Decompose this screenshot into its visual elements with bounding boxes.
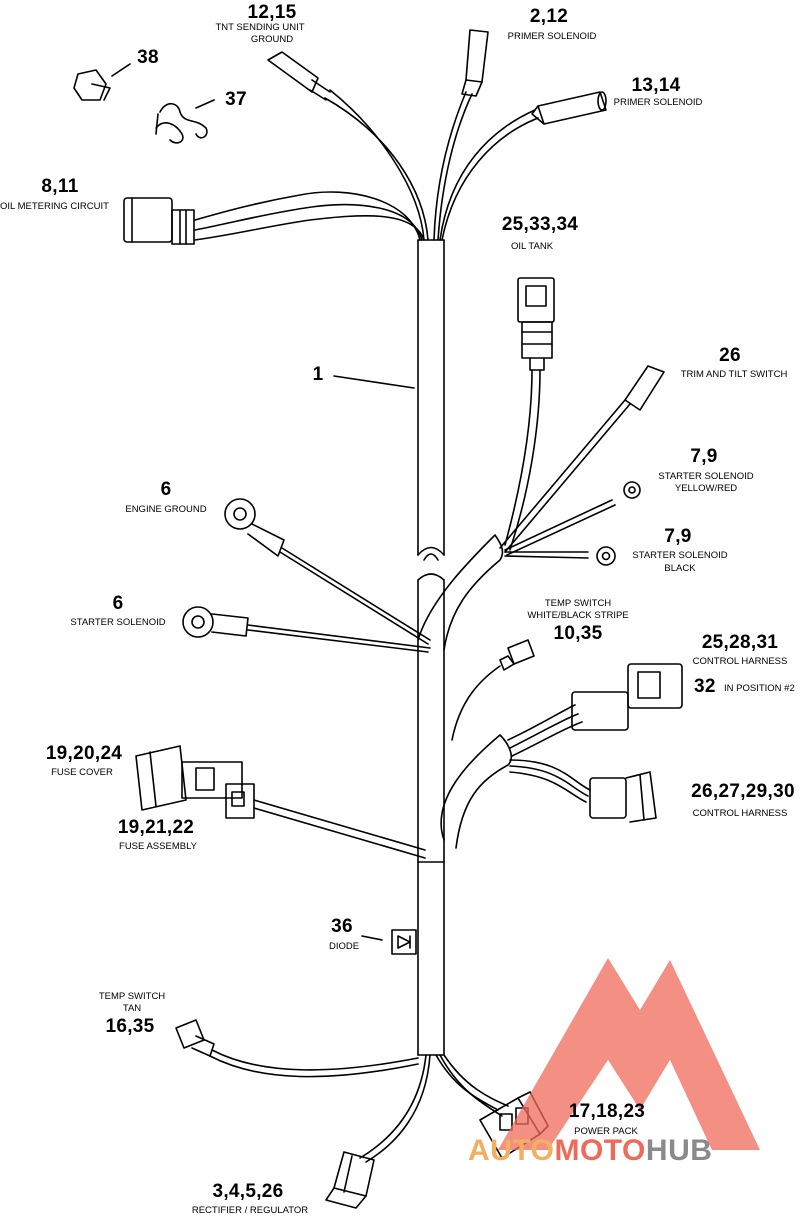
callout-7-9-black-caption-2: BLACK [664, 563, 696, 574]
callout-13-14-caption: PRIMER SOLENOID [613, 97, 703, 108]
callout-19-21-22-caption: FUSE ASSEMBLY [119, 841, 197, 852]
callout-19-21-22-number: 19,21,22 [117, 817, 195, 838]
callout-6-ground-caption: ENGINE GROUND [125, 504, 207, 515]
callout-10-35-caption-1: TEMP SWITCH [544, 598, 612, 609]
callout-3-4-5-26-number: 3,4,5,26 [212, 1181, 284, 1202]
callout-16-35-caption-1: TEMP SWITCH [98, 991, 166, 1002]
callout-25-28-31-number: 25,28,31 [701, 632, 779, 653]
callout-3-4-5-26-caption: RECTIFIER / REGULATOR [191, 1205, 309, 1216]
temp-switch-white-black [451, 639, 535, 741]
control-harness-connector-b [509, 759, 657, 823]
callout-19-20-24-number: 19,20,24 [45, 743, 123, 764]
part-37-clip [155, 102, 208, 144]
callout-19-20-24-caption: FUSE COVER [51, 767, 113, 778]
callout-32-number: 32 [694, 676, 716, 697]
diode-36 [361, 929, 417, 955]
oil-metering-connector [123, 197, 195, 245]
callout-26-27-29-30-number: 26,27,29,30 [691, 781, 795, 802]
starter-solenoid-yellow-red-terminal [504, 481, 641, 556]
callout-7-9-black-number: 7,9 [664, 526, 692, 547]
callout-16-35-number: 16,35 [105, 1016, 155, 1037]
watermark-logo-mark [498, 958, 760, 1150]
callout-6-starter-caption: STARTER SOLENOID [70, 617, 166, 628]
part-38-plug [73, 69, 111, 101]
primer-solenoid-terminal-a [461, 29, 489, 97]
callout-10-35-number: 10,35 [553, 623, 603, 644]
callout-1-number: 1 [312, 364, 324, 385]
callout-13-14-number: 13,14 [631, 75, 681, 96]
callout-2-12-number: 2,12 [529, 6, 569, 27]
callout-26-27-29-30-caption: CONTROL HARNESS [692, 808, 788, 819]
callout-6-ground-number: 6 [160, 479, 172, 500]
callout-36-number: 36 [331, 916, 353, 937]
control-harness-connector-a [507, 663, 683, 757]
callout-2-12-caption: PRIMER SOLENOID [507, 31, 597, 42]
watermark-hub: HUB [645, 1134, 713, 1167]
harness-sleeve-wrap-upper [417, 534, 504, 651]
trim-tilt-wire [499, 365, 665, 553]
callout-12-15-number: 12,15 [247, 2, 297, 23]
callout-17-18-23-number: 17,18,23 [568, 1101, 646, 1122]
callout-32-caption: IN POSITION #2 [724, 683, 795, 694]
callout-7-9-black-caption-1: STARTER SOLENOID [632, 550, 728, 561]
watermark-auto: AUTO [468, 1134, 555, 1167]
callout-26-trim-number: 26 [719, 345, 741, 366]
engine-ground-terminal [224, 498, 431, 645]
callout-8-11-number: 8,11 [41, 176, 79, 197]
callout-25-28-31-caption: CONTROL HARNESS [692, 656, 788, 667]
starter-solenoid-black-terminal [504, 546, 616, 566]
fuse-cover-assembly [135, 745, 426, 859]
temp-switch-tan [175, 1019, 419, 1078]
callout-16-35-caption-2: TAN [122, 1003, 142, 1014]
watermark-moto: MOTO [554, 1134, 646, 1167]
callout-25-33-34-caption: OIL TANK [510, 241, 554, 252]
callout-7-9-yellow-caption-1: STARTER SOLENOID [658, 471, 754, 482]
main-harness-sleeve [417, 239, 445, 1056]
callout-38-number: 38 [137, 47, 159, 68]
callout-10-35-caption-2: WHITE/BLACK STRIPE [527, 610, 629, 621]
tnt-sending-unit-terminal [267, 51, 331, 101]
callout-8-11-caption: OIL METERING CIRCUIT [0, 201, 109, 212]
oil-tank-connector [504, 277, 555, 551]
callout-12-15-caption-1: TNT SENDING UNIT [215, 22, 305, 33]
callout-12-15-caption-2: GROUND [250, 34, 294, 45]
lower-wire-fanout [359, 1054, 509, 1163]
starter-solenoid-ring-terminal [182, 606, 431, 653]
leader-1 [333, 375, 415, 389]
callout-25-33-34-number: 25,33,34 [501, 214, 579, 235]
harness-sleeve-wrap-lower [440, 734, 512, 849]
callout-17-18-23-caption: POWER PACK [574, 1126, 638, 1137]
callout-7-9-yellow-number: 7,9 [690, 446, 718, 467]
callout-37-number: 37 [225, 89, 247, 110]
upper-wire-fanout [194, 89, 539, 241]
callout-36-caption: DIODE [328, 941, 360, 952]
callout-7-9-yellow-caption-2: YELLOW/RED [674, 483, 738, 494]
watermark-text: AUTOMOTOHUB [468, 1134, 712, 1168]
rectifier-regulator-connector [325, 1151, 375, 1209]
leader-37 [195, 99, 215, 109]
callout-6-starter-number: 6 [112, 593, 124, 614]
callout-26-trim-caption: TRIM AND TILT SWITCH [680, 369, 788, 380]
leader-38 [111, 63, 131, 77]
primer-solenoid-connector-b [531, 91, 607, 125]
